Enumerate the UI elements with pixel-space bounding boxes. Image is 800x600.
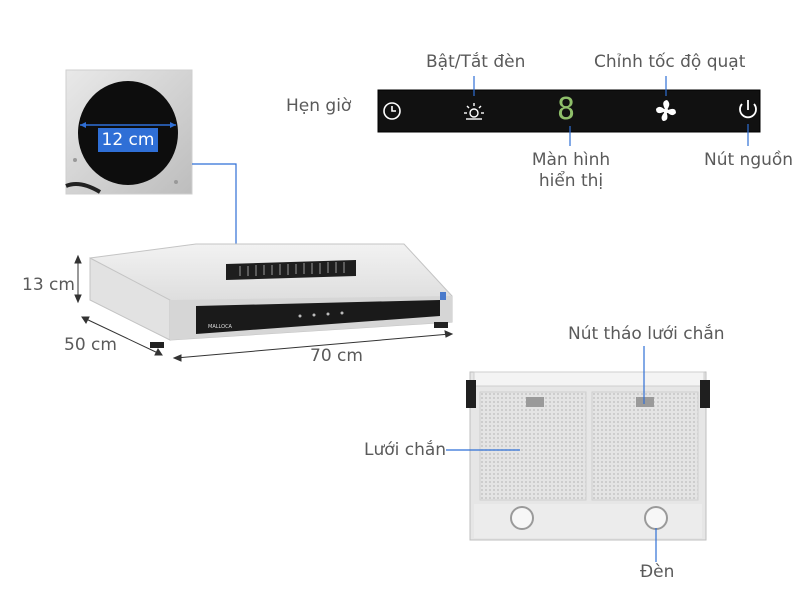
control-panel <box>377 76 761 146</box>
light-bulb-icon <box>464 103 484 120</box>
filter-release-right <box>636 397 654 407</box>
power-icon <box>739 100 757 119</box>
lamp-left <box>510 506 534 530</box>
front-control-strip <box>196 300 440 334</box>
lamp-right <box>644 506 668 530</box>
pipe-diameter-label: 12 cm <box>98 128 158 152</box>
height-label: 13 cm <box>22 275 75 295</box>
light-toggle-label: Bật/Tắt đèn <box>426 52 526 72</box>
display-label: Màn hình hiển thị <box>526 150 616 193</box>
fan-icon <box>656 100 676 121</box>
lamp-label: Đèn <box>640 562 675 582</box>
dimension-lines <box>74 254 454 362</box>
vent-grille <box>226 260 356 280</box>
power-button-label: Nút nguồn <box>704 150 794 170</box>
depth-label: 50 cm <box>64 335 117 355</box>
width-label: 70 cm <box>310 346 363 366</box>
filter-release-label: Nút tháo lưới chắn <box>568 324 725 344</box>
filter-release-left <box>526 397 544 407</box>
fan-speed-label: Chỉnh tốc độ quạt <box>594 52 746 72</box>
timer-label: Hẹn giờ <box>286 96 352 116</box>
display-digit: 8 <box>557 92 576 127</box>
panel-leader-lines <box>473 76 749 146</box>
svg-text:MALLOCA: MALLOCA <box>208 324 233 330</box>
display-label-line1: Màn hình <box>531 150 611 170</box>
underside-leader-lines <box>446 346 657 562</box>
range-hood-body: MALLOCA <box>89 243 453 348</box>
inset-leader-line <box>192 163 237 246</box>
display-label-line2: hiển thị <box>538 171 604 192</box>
filter-right <box>591 391 699 501</box>
filter-left <box>479 391 587 501</box>
clock-icon <box>383 102 401 120</box>
hood-underside-view <box>446 346 710 562</box>
filter-label: Lưới chắn <box>364 440 447 460</box>
